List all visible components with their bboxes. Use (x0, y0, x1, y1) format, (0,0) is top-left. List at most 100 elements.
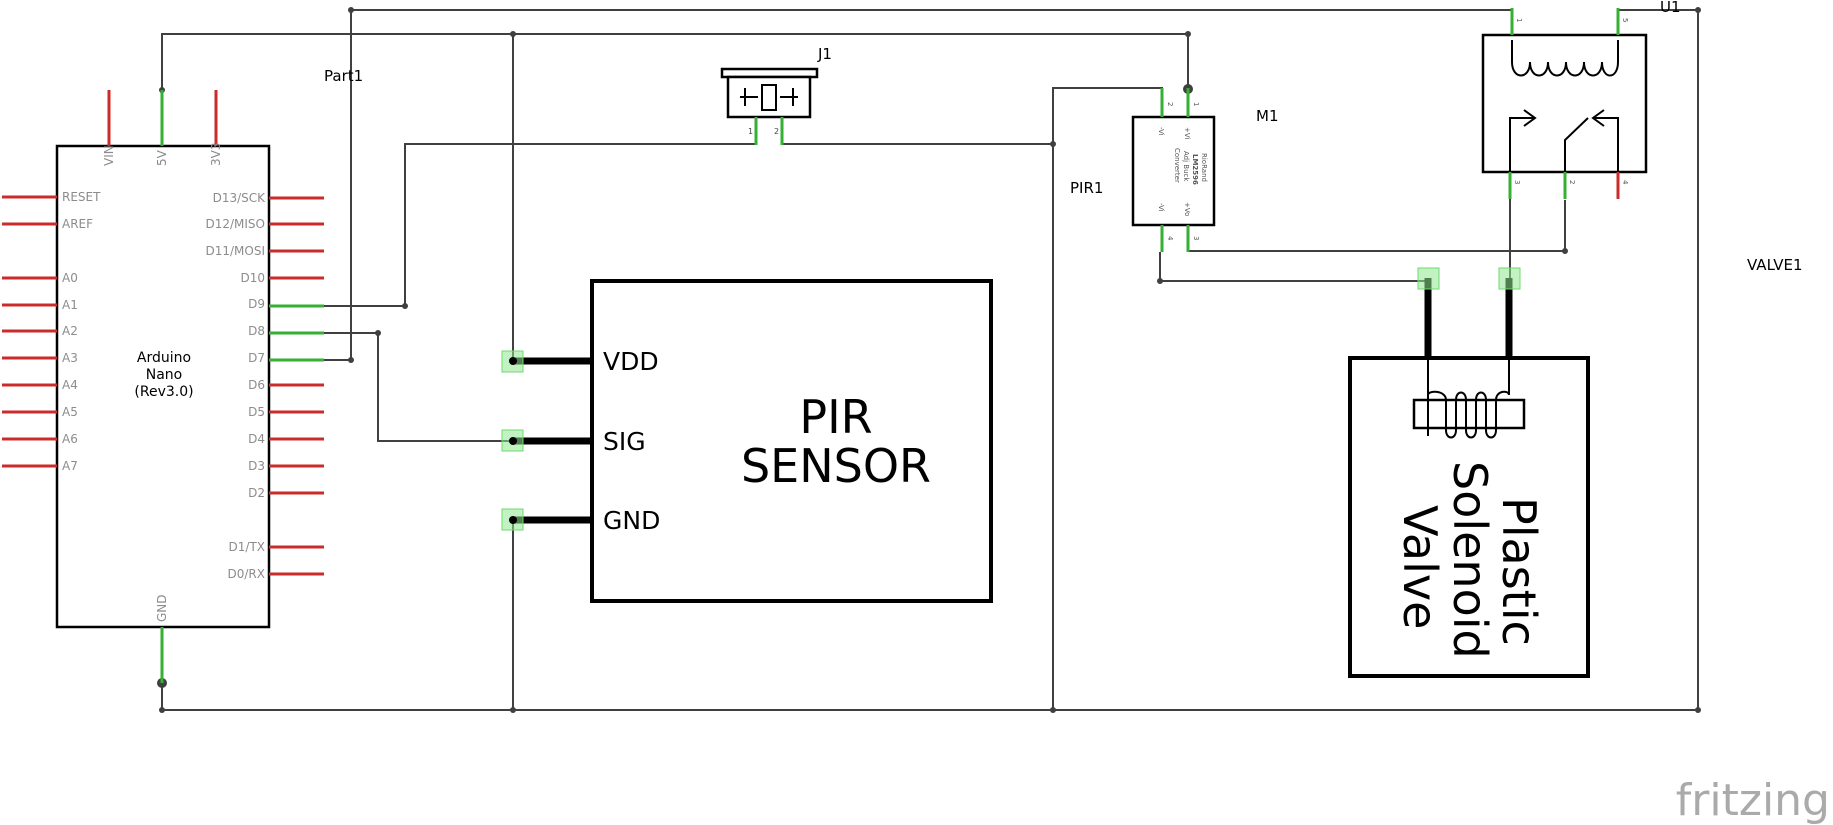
pir-title-line: SENSOR (741, 439, 931, 493)
junction-dot (1050, 141, 1056, 147)
pin-label: 5V (155, 149, 169, 166)
junction-dot (509, 437, 517, 445)
arduino-name-line: (Rev3.0) (134, 384, 193, 400)
wire-jack-pin2[interactable] (781, 135, 1053, 145)
pin-label: A0 (62, 271, 78, 285)
valve-coil (1427, 358, 1510, 439)
pin-label: A4 (62, 378, 78, 392)
part-label: VALVE1 (1747, 256, 1803, 274)
pin-number: 1 (748, 127, 753, 136)
pin-number: 4 (1166, 236, 1174, 241)
relay-contact-com (1564, 117, 1589, 172)
relay-contact-nc (1509, 117, 1535, 172)
pin-label: D9 (248, 297, 265, 311)
buck-pin-label: +Vi (1183, 127, 1191, 140)
pin-number: 2 (774, 127, 779, 136)
pin-label: GND (155, 594, 169, 622)
buck-text-line: Adj Buck (1182, 151, 1190, 182)
fritzing-logo: fritzing (1676, 775, 1830, 825)
junction-dot (509, 357, 517, 365)
pin-number: 3 (1192, 236, 1200, 240)
valve-title-line: Solenoid (1443, 461, 1497, 659)
pin-label: A2 (62, 324, 78, 338)
jack-center (761, 84, 777, 111)
wire-5v-rail[interactable] (161, 33, 1189, 90)
relay-coil (1511, 40, 1619, 77)
pin-label: D1/TX (229, 540, 265, 554)
arduino-name-line: Nano (146, 367, 183, 383)
junction-dot (402, 303, 408, 309)
solenoid-valve[interactable]: VALVE1 Plastic Solenoid Valve (1348, 256, 1803, 678)
junction-dot (348, 357, 354, 363)
pin-connector[interactable] (1498, 267, 1521, 290)
pin-label: A7 (62, 459, 78, 473)
junction-dot (1562, 248, 1568, 254)
relay-contact-no (1593, 117, 1619, 172)
pir-title-line: PIR (799, 390, 872, 444)
power-jack[interactable]: J1 1 2 (720, 45, 832, 145)
junction-dot (375, 330, 381, 336)
pin-label: AREF (62, 217, 93, 231)
pin-number: 4 (1621, 180, 1629, 185)
valve-title-line: Valve (1393, 505, 1447, 629)
pin-label: D7 (248, 351, 265, 365)
pin-label: D3 (248, 459, 265, 473)
junction-dot (159, 707, 165, 713)
pin-label: A1 (62, 298, 78, 312)
pir-pin-label: VDD (603, 347, 659, 376)
pin-label: D4 (248, 432, 265, 446)
valve-title-line: Plastic (1492, 497, 1546, 646)
junction-dot (1157, 278, 1163, 284)
junction-dot (1050, 707, 1056, 713)
junction-dot (1695, 707, 1701, 713)
arduino-name-line: Arduino (137, 350, 191, 366)
relay[interactable]: U1 1 5 3 2 4 (1481, 0, 1681, 199)
buck-body (1131, 115, 1216, 227)
wire-d8-pir-sig[interactable] (322, 332, 513, 442)
wire-buck-gnd-valve[interactable] (1159, 252, 1428, 282)
pin-label: D6 (248, 378, 265, 392)
wire-ground-rail[interactable] (161, 683, 1698, 711)
pin-label: D8 (248, 324, 265, 338)
buck-text-line: Converter (1173, 148, 1181, 183)
pin-number: 3 (1513, 180, 1521, 184)
pir-body (590, 279, 993, 603)
valve-coil-box (1412, 398, 1526, 430)
buck-pin-label: -Vi (1157, 127, 1165, 136)
pin-label: A6 (62, 432, 78, 446)
pin-number: 5 (1621, 18, 1629, 22)
pin-number: 2 (1166, 102, 1174, 106)
buck-text-line: LM2596 (1191, 154, 1199, 185)
junction-dot (1695, 7, 1701, 13)
pin-label: RESET (62, 190, 101, 204)
buck-text-line: RioRand (1200, 153, 1208, 182)
part-label: Part1 (324, 67, 363, 85)
pin-label: D12/MISO (205, 217, 265, 231)
arduino-left-pins: RESET AREF A0 A1 A2 A3 A4 A5 A6 A7 (2, 190, 101, 473)
wire-buck-vout-relay[interactable] (1187, 200, 1566, 252)
pin-label: D10 (240, 271, 265, 285)
pin-number: 1 (1192, 102, 1200, 106)
relay-arrow (1591, 109, 1605, 127)
part-label: PIR1 (1070, 179, 1103, 197)
arduino-nano[interactable]: Part1 Arduino Nano (Rev3.0) VIN 5V 3V3 R… (2, 67, 363, 683)
buck-pin-label: +Vo (1183, 202, 1191, 216)
pin-label: A5 (62, 405, 78, 419)
junction-dot (509, 516, 517, 524)
pin-connector[interactable] (1417, 267, 1440, 290)
pin-label: D11/MOSI (205, 244, 265, 258)
junction-dot (348, 7, 354, 13)
arduino-right-pins: D13/SCK D12/MISO D11/MOSI D10 D9 D8 D7 D… (205, 191, 324, 581)
relay-arrow (1523, 109, 1537, 127)
junction-dot (510, 707, 516, 713)
pin-label: D0/RX (228, 567, 265, 581)
pin-label: D2 (248, 486, 265, 500)
junction-dot (510, 31, 516, 37)
pin-label: A3 (62, 351, 78, 365)
buck-converter[interactable]: M1 2 1 4 3 -Vi +Vi -Vi +Vo RioRand LM259… (1131, 88, 1279, 252)
pin-label: D5 (248, 405, 265, 419)
buck-pin-label: -Vi (1157, 203, 1165, 212)
part-label: M1 (1256, 107, 1279, 125)
pir-sensor[interactable]: PIR1 PIR SENSOR VDD SIG GND (501, 179, 1103, 603)
